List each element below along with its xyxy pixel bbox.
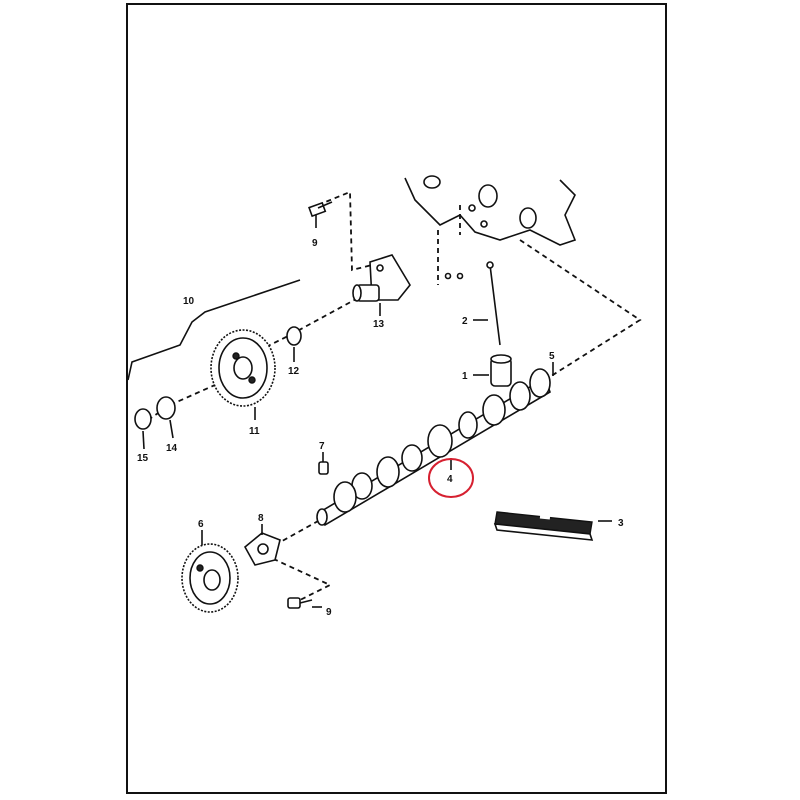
bearing-3 (493, 511, 594, 541)
washer-15 (134, 408, 152, 430)
callout-8: 8 (258, 513, 264, 524)
pushrod-2 (486, 261, 501, 346)
thrust-plate-8 (243, 532, 281, 566)
callout-14: 14 (166, 443, 178, 454)
callout-10: 10 (183, 296, 195, 307)
thrust-plate-13 (352, 254, 411, 302)
highlight-circle-part-4 (428, 458, 474, 498)
leader-bolt-9b (264, 554, 333, 601)
pin-7 (318, 452, 329, 475)
callout-6: 6 (198, 519, 204, 530)
callout-4: 4 (447, 474, 453, 485)
callout-7: 7 (319, 441, 325, 452)
callout-15: 15 (137, 453, 149, 464)
gear-11 (210, 329, 276, 407)
callout-12: 12 (288, 366, 300, 377)
gear-6 (181, 543, 239, 613)
engine-block-fragment (404, 175, 577, 285)
bolt-9-top (308, 201, 333, 218)
diagram-frame (126, 3, 667, 794)
callout-11: 11 (249, 426, 260, 437)
callout-9-top: 9 (312, 238, 318, 249)
callout-5: 5 (549, 351, 555, 362)
callout-3: 3 (618, 518, 624, 529)
bracket-10 (127, 279, 301, 381)
leader-block-to-camshaft (519, 239, 642, 379)
callout-13: 13 (373, 319, 385, 330)
washer-14 (156, 396, 176, 420)
camshaft-4 (316, 368, 551, 527)
callout-leaders (142, 215, 612, 608)
callout-2: 2 (462, 316, 468, 327)
callout-9-bottom: 9 (326, 607, 332, 618)
leader-plate-8 (274, 519, 321, 546)
lifter-1 (490, 354, 512, 387)
callout-1: 1 (462, 371, 468, 382)
leader-bolt-9 (317, 190, 373, 272)
bolt-9-bottom (287, 597, 313, 609)
bushing-12 (286, 326, 302, 346)
